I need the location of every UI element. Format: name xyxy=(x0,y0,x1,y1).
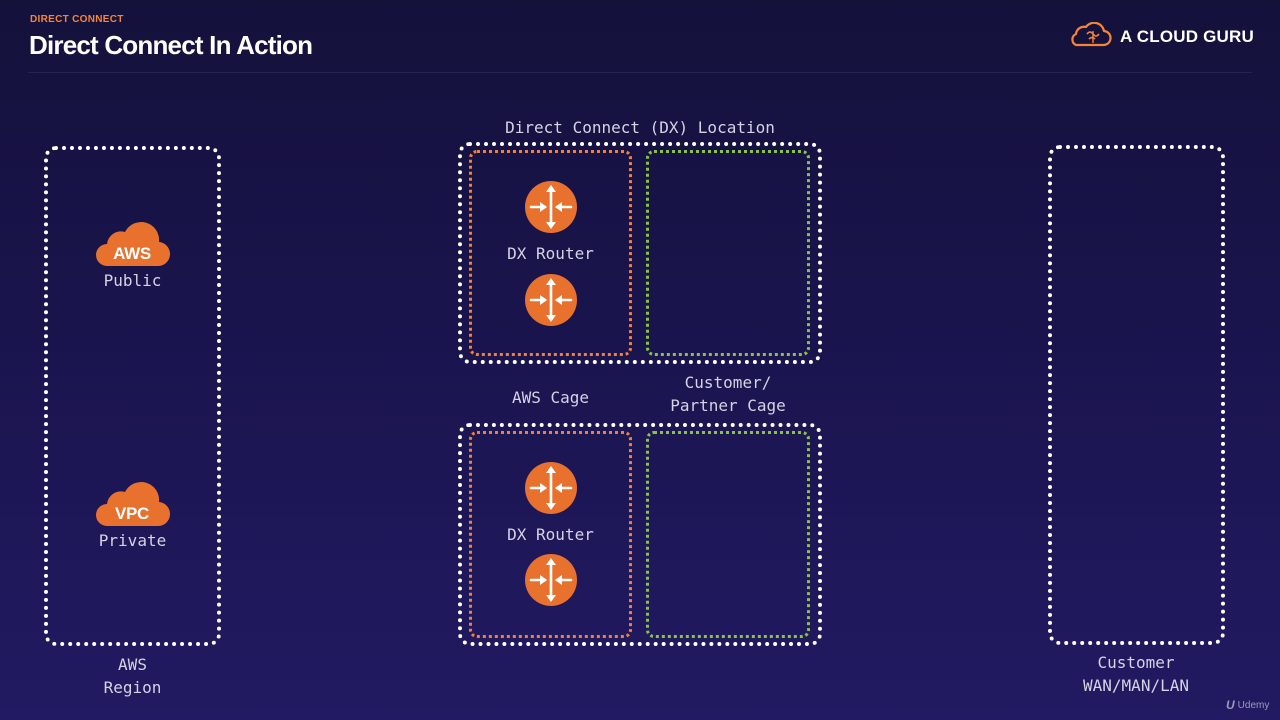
aws-region-box xyxy=(44,146,221,646)
customer-label-line1: Customer xyxy=(1097,653,1175,672)
aws-cage-label: AWS Cage xyxy=(511,388,590,407)
slide-title: Direct Connect In Action xyxy=(29,30,313,60)
customer-cage-bottom xyxy=(646,431,810,638)
aws-region-label-line2: Region xyxy=(103,678,162,697)
dx-location-top-box xyxy=(458,142,822,364)
dx-location-bottom-box xyxy=(458,423,822,646)
customer-network-box xyxy=(1048,145,1225,645)
cloud-brain-icon xyxy=(1068,21,1112,53)
aws-cloud-text: AWS xyxy=(113,244,151,263)
customer-cage-top xyxy=(646,150,810,356)
aws-cage-bottom xyxy=(469,431,632,638)
section-kicker: DIRECT CONNECT xyxy=(30,14,124,25)
brand-logo: A CLOUD GURU xyxy=(1068,21,1254,53)
dx-router-label-bottom: DX Router xyxy=(507,525,594,544)
customer-cage-label-line1: Customer/ xyxy=(684,373,772,392)
public-label: Public xyxy=(103,271,162,290)
vpc-cloud-icon: VPC xyxy=(93,476,173,535)
customer-label-line2: WAN/MAN/LAN xyxy=(1083,676,1189,695)
private-label: Private xyxy=(98,531,167,550)
brand-name: A CLOUD GURU xyxy=(1120,27,1254,46)
router-icon xyxy=(524,461,578,520)
customer-cage-label-line2: Partner Cage xyxy=(670,396,786,415)
aws-cage-top xyxy=(469,150,632,356)
udemy-logo-icon: U xyxy=(1226,698,1235,712)
header-divider xyxy=(28,72,1252,73)
aws-cloud-icon: AWS xyxy=(93,216,173,275)
udemy-watermark-text: Udemy xyxy=(1237,699,1270,711)
router-icon xyxy=(524,180,578,239)
vpc-cloud-text: VPC xyxy=(115,504,149,523)
router-icon xyxy=(524,273,578,332)
udemy-watermark: U Udemy xyxy=(1226,698,1269,712)
aws-region-label-line1: AWS xyxy=(118,655,147,674)
dx-router-label-top: DX Router xyxy=(507,244,594,263)
router-icon xyxy=(524,553,578,612)
dx-location-title: Direct Connect (DX) Location xyxy=(505,118,775,137)
